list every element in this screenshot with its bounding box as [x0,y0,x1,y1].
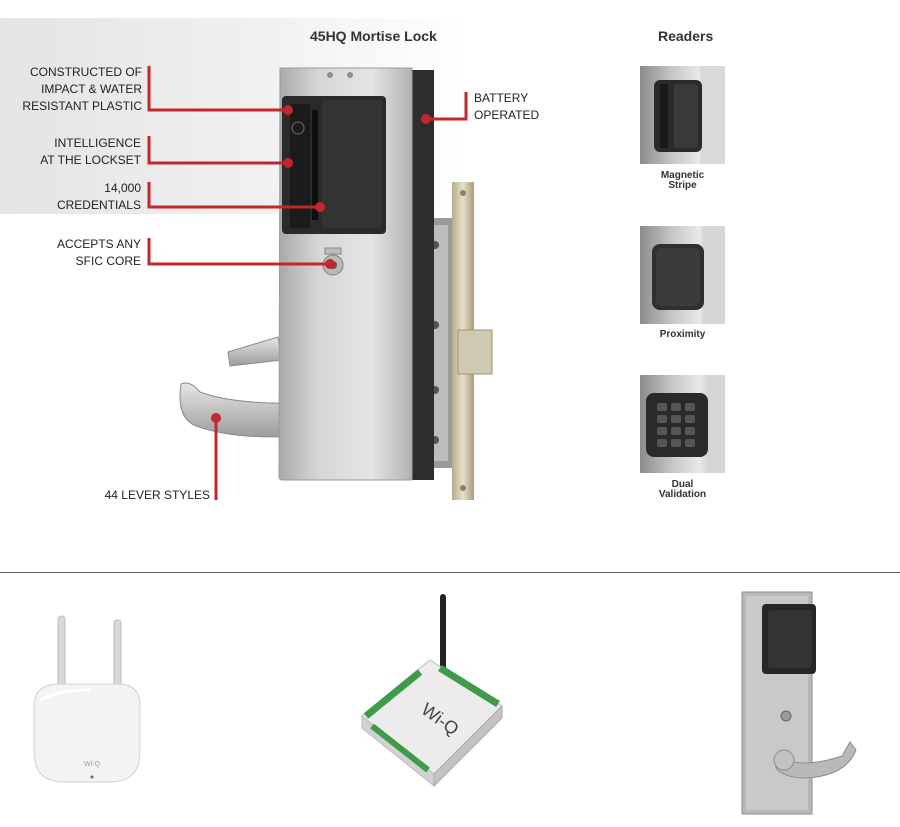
proximity-reader-icon [652,226,725,324]
callout-line: 14,000 [104,181,141,195]
reader-label-line: Stripe [668,180,697,191]
mortise-lock-reader-icon [741,591,857,815]
keypad-reader-icon [646,375,725,473]
callout-levers: 44 LEVER STYLES [104,488,210,502]
callout-line: BATTERY [474,91,529,105]
reader-label-line: Dual [671,479,694,490]
wireless-access-point-icon: Wi-Q [33,615,141,783]
card-reader-housing [282,96,386,234]
reader-label-proximity: Proximity [640,330,725,340]
callout-line: CREDENTIALS [56,198,141,212]
callout-intelligence: INTELLIGENCE AT THE LOCKSET [40,135,141,169]
callout-leader-lines [147,66,468,500]
magnetic-stripe-reader-icon [654,66,725,164]
section-divider [0,572,900,573]
reader-label-line: Validation [658,489,707,500]
callout-line: OPERATED [474,108,540,122]
reader-label-dual-validation: Dual Validation [640,480,725,500]
callout-battery: BATTERY OPERATED [474,90,539,124]
readers-heading: Readers [658,28,714,44]
reader-tile-proximity [640,226,725,324]
reader-tile-dual-validation [640,375,725,473]
callout-credentials: 14,000 CREDENTIALS [57,180,141,214]
callout-line: SFIC CORE [75,254,141,268]
reader-label-line: Proximity [659,329,706,340]
callout-dots [211,105,431,423]
controller-logo: Wi-Q [418,699,463,739]
reader-tile-magnetic-stripe [640,66,725,164]
callout-core: ACCEPTS ANY SFIC CORE [57,236,141,270]
reader-label-line: Magnetic [660,170,705,181]
wireless-controller-icon: Wi-Q [361,594,503,788]
reader-label-magnetic-stripe: Magnetic Stripe [640,171,725,191]
callout-line: AT THE LOCKSET [40,153,141,167]
lock-heading: 45HQ Mortise Lock [310,28,437,44]
callout-line: CONSTRUCTED OF [30,65,142,79]
callout-line: IMPACT & WATER [41,82,142,96]
access-point-logo: Wi-Q [84,761,100,768]
callout-line: INTELLIGENCE [54,136,141,150]
callout-construction: CONSTRUCTED OF IMPACT & WATER RESISTANT … [22,64,142,115]
mortise-lock-illustration [147,66,493,500]
callout-line: ACCEPTS ANY [56,237,141,251]
callout-line: RESISTANT PLASTIC [22,99,142,113]
